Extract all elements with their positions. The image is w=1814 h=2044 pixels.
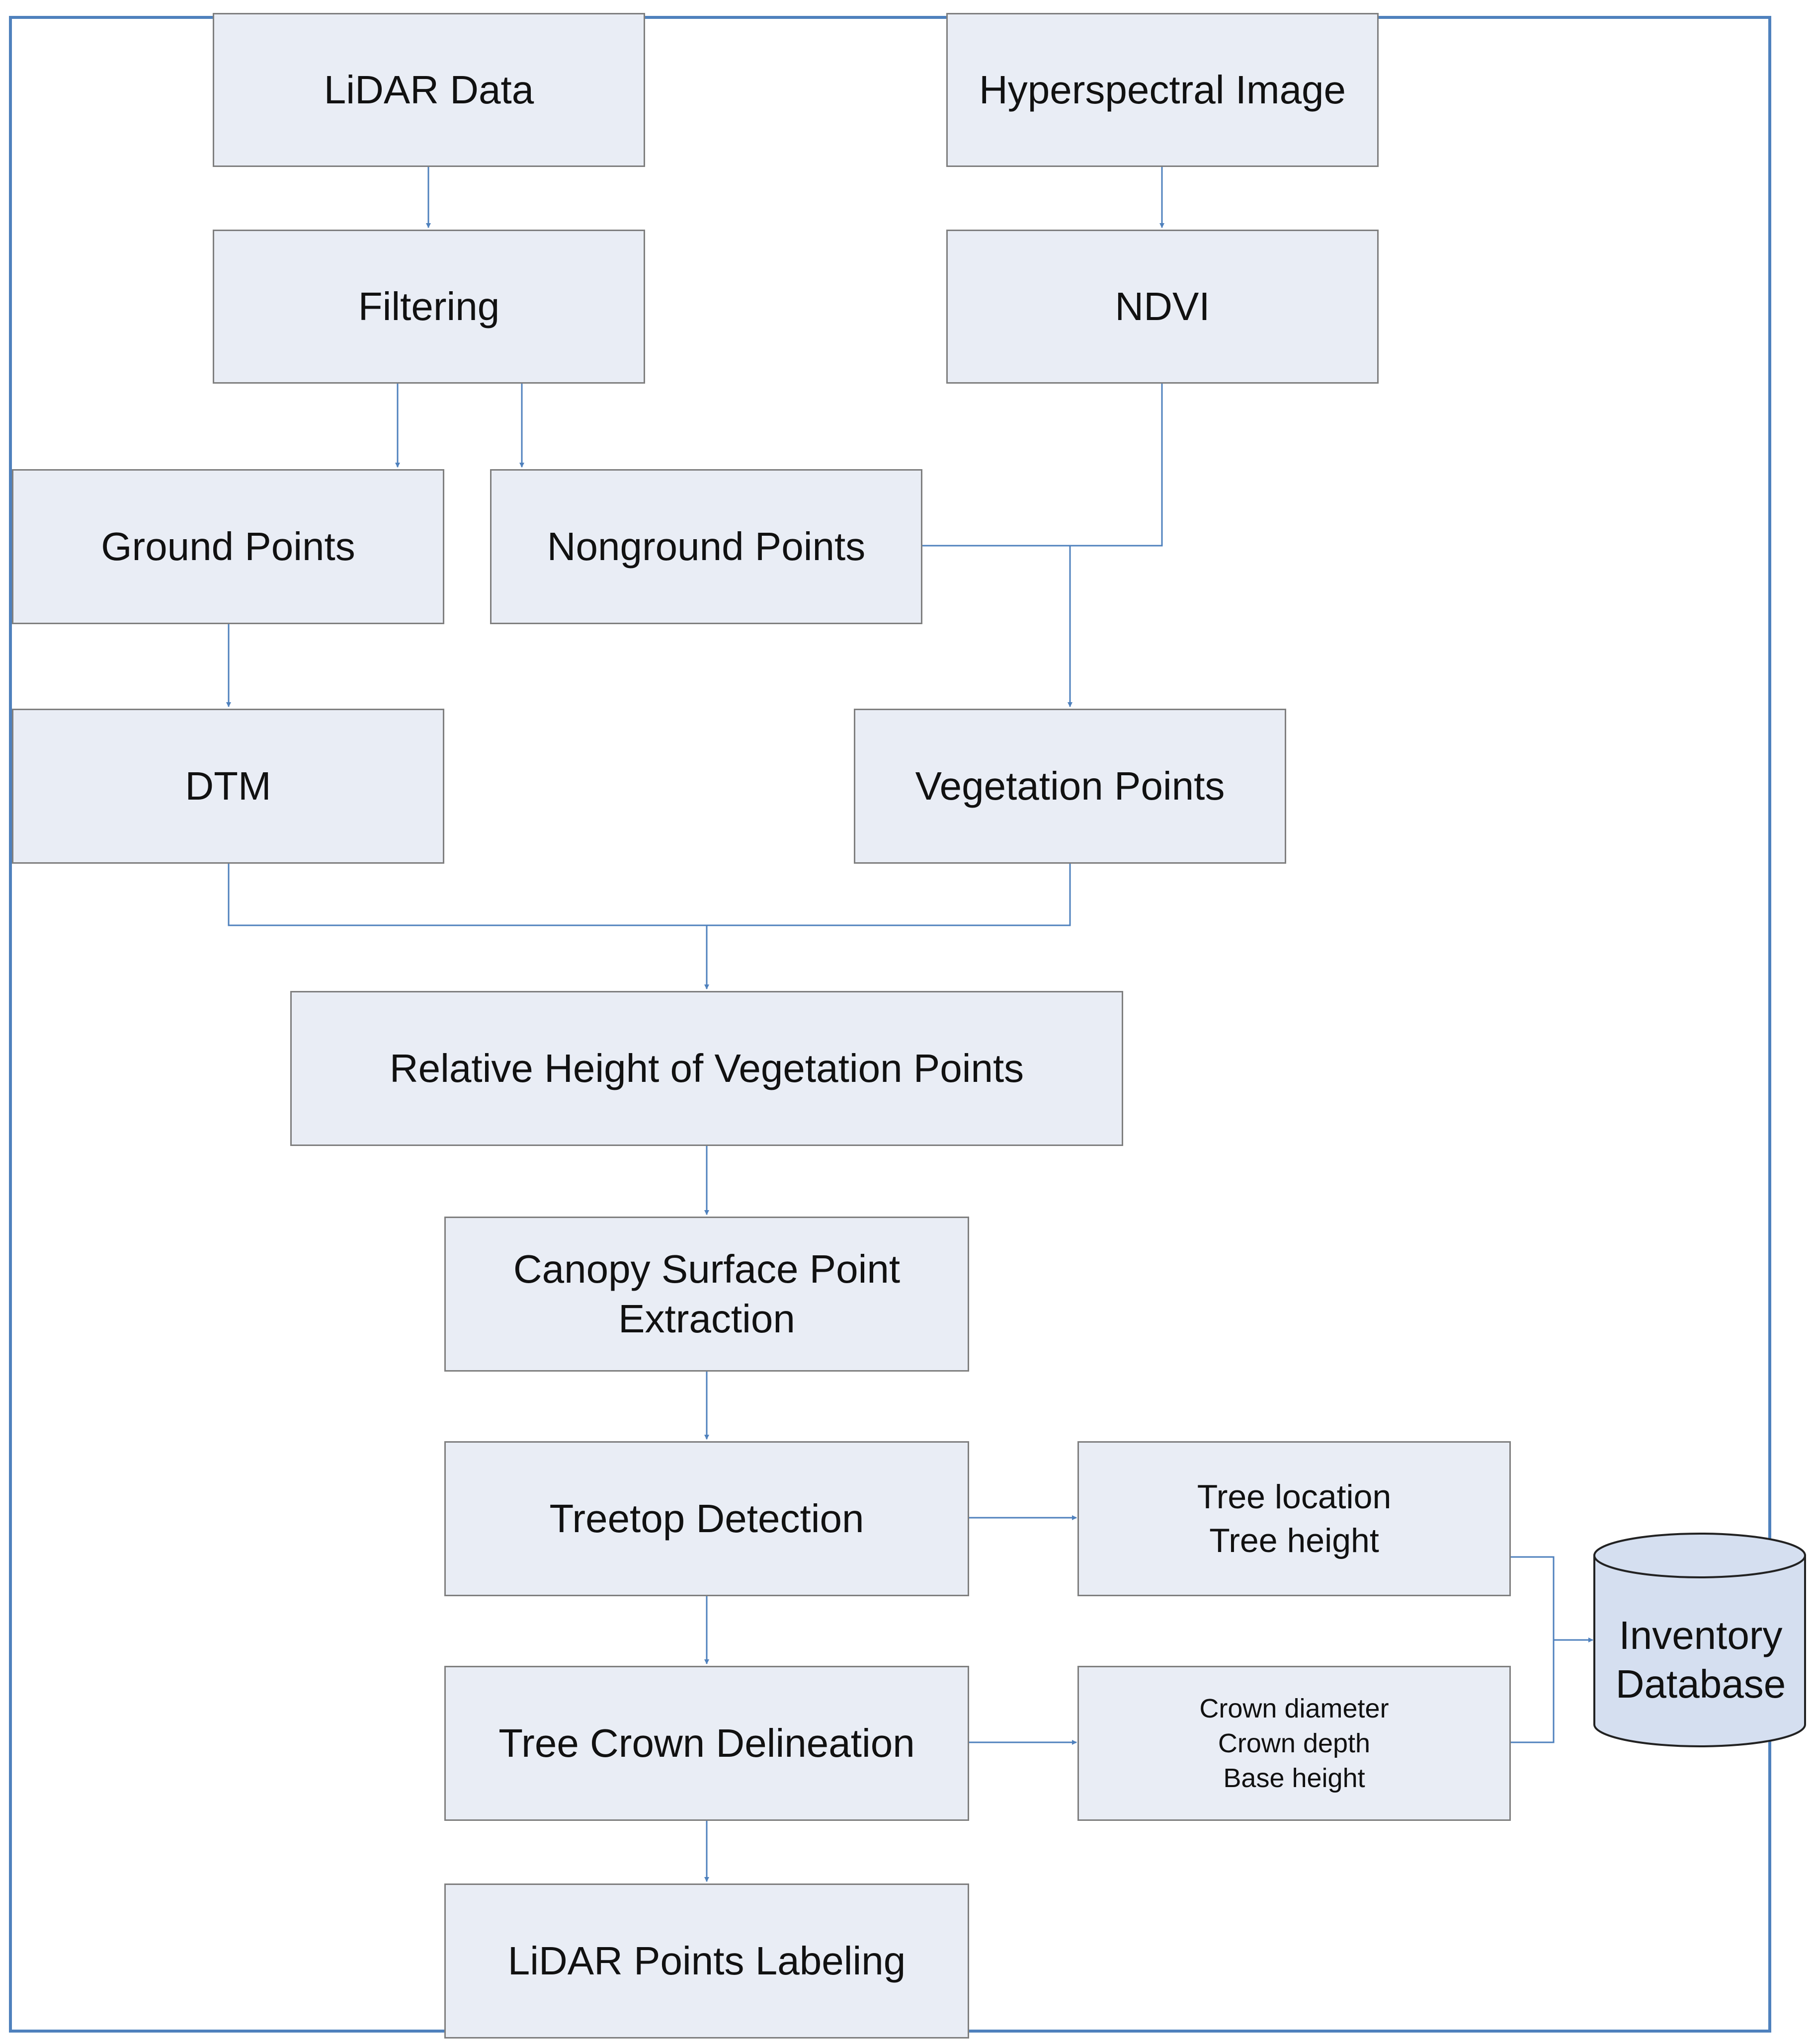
node-nonground-points-line-1: Nonground Points bbox=[547, 524, 866, 569]
node-hyperspectral-image: Hyperspectral Image bbox=[946, 13, 1379, 167]
edge-vegetation-to-relative-height bbox=[704, 864, 1071, 989]
node-ndvi-line-1: NDVI bbox=[1115, 284, 1210, 328]
edge-nonground-to-vegetation bbox=[922, 545, 1072, 707]
node-canopy-surface-extraction-line-1: Canopy Surface Point bbox=[513, 1247, 901, 1291]
node-dtm-line-1: DTM bbox=[185, 764, 271, 808]
node-filtering: Filtering bbox=[213, 230, 645, 384]
inventory-database-label-line-2: Database bbox=[1615, 1662, 1786, 1706]
node-lidar-data-line-1: LiDAR Data bbox=[324, 68, 534, 112]
node-crown-attributes-line-3: Base height bbox=[1223, 1763, 1365, 1794]
edge-dtm-to-merge bbox=[228, 864, 707, 926]
node-vegetation-points-line-1: Vegetation Points bbox=[915, 764, 1225, 808]
node-crown-attributes-line-1: Crown diameter bbox=[1199, 1693, 1389, 1723]
node-vegetation-points: Vegetation Points bbox=[854, 709, 1286, 864]
node-tree-location-height-line-2: Tree height bbox=[1209, 1522, 1379, 1559]
node-lidar-points-labeling: LiDAR Points Labeling bbox=[444, 1883, 969, 2039]
node-treetop-detection-line-1: Treetop Detection bbox=[549, 1496, 864, 1541]
node-crown-attributes-line-2: Crown depth bbox=[1218, 1728, 1371, 1758]
node-tree-crown-delineation-line-1: Tree Crown Delineation bbox=[498, 1721, 915, 1765]
node-lidar-points-labeling-line-1: LiDAR Points Labeling bbox=[507, 1939, 906, 1983]
node-lidar-data: LiDAR Data bbox=[213, 13, 645, 167]
inventory-database-label-line-1: Inventory bbox=[1619, 1613, 1783, 1658]
node-relative-height-line-1: Relative Height of Vegetation Points bbox=[389, 1046, 1024, 1090]
node-ground-points: Ground Points bbox=[12, 469, 444, 624]
node-canopy-surface-extraction-line-2: Extraction bbox=[618, 1297, 795, 1341]
node-ndvi: NDVI bbox=[946, 230, 1379, 384]
node-treetop-detection: Treetop Detection bbox=[444, 1441, 969, 1596]
edge-ndvi-to-junction bbox=[1070, 384, 1163, 547]
node-filtering-line-1: Filtering bbox=[358, 284, 500, 328]
database-cylinder-icon bbox=[1593, 1533, 1806, 1747]
node-tree-crown-delineation: Tree Crown Delineation bbox=[444, 1666, 969, 1821]
node-nonground-points: Nonground Points bbox=[490, 469, 922, 624]
node-dtm: DTM bbox=[12, 709, 444, 864]
node-tree-location-height-line-1: Tree location bbox=[1197, 1477, 1392, 1516]
node-relative-height: Relative Height of Vegetation Points bbox=[290, 991, 1123, 1146]
node-ground-points-line-1: Ground Points bbox=[101, 524, 355, 569]
edge-tree-location-to-database bbox=[1511, 1556, 1555, 1743]
node-hyperspectral-image-line-1: Hyperspectral Image bbox=[979, 68, 1346, 112]
